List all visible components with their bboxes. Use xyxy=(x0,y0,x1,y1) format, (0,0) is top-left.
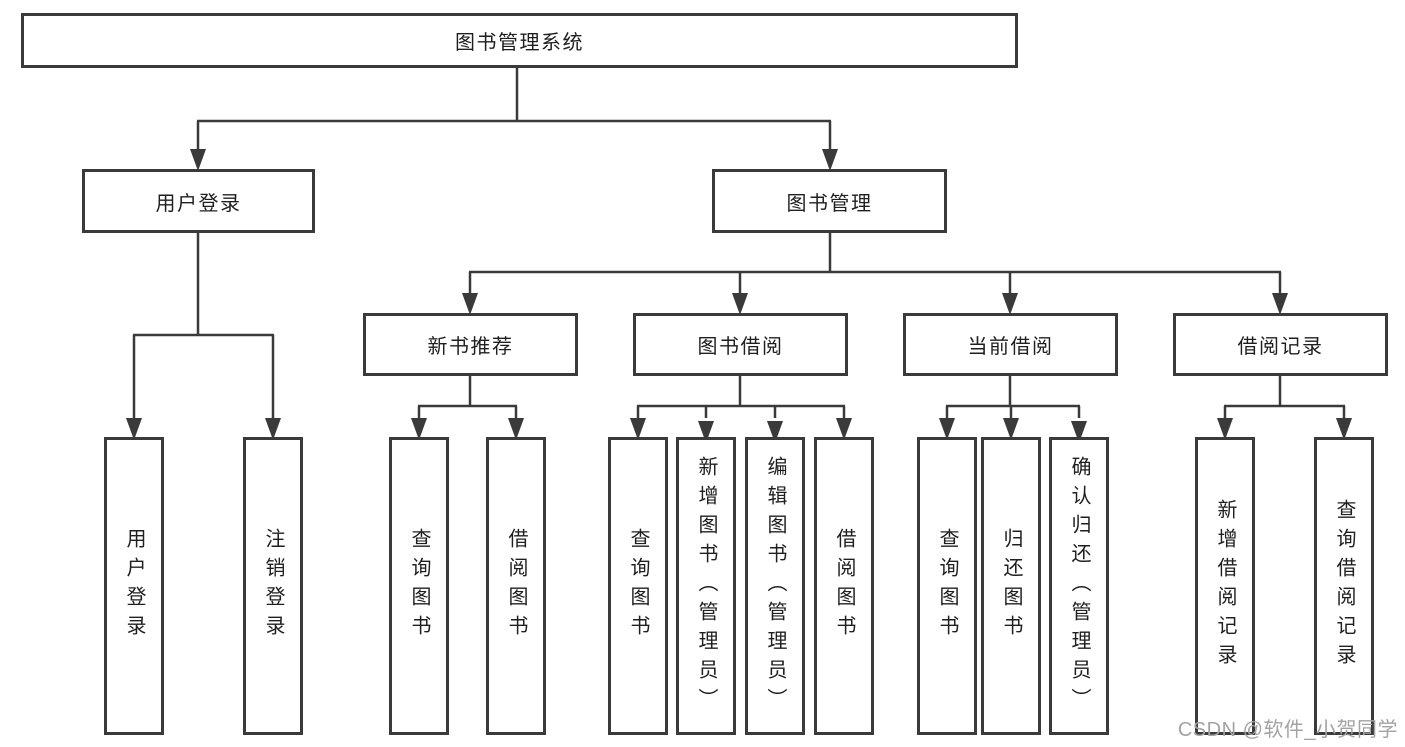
leaf-query-books-recommend: 查询图书 xyxy=(389,437,449,735)
connector-book-management-to-level3 xyxy=(462,233,1288,315)
connector-current-borrowing-to-leaves xyxy=(939,376,1087,443)
connector-user-login-to-leaves xyxy=(126,233,281,440)
leaf-query-books-current: 查询图书 xyxy=(917,437,977,735)
leaf-return-books: 归还图书 xyxy=(981,437,1041,735)
leaf-borrow-books-recommend: 借阅图书 xyxy=(486,437,546,735)
leaf-add-borrowing-record: 新增借阅记录 xyxy=(1195,437,1255,735)
node-borrowing-records: 借阅记录 xyxy=(1173,313,1388,376)
connector-root-to-level2 xyxy=(190,68,838,171)
leaf-add-books-admin: 新增图书（管理员） xyxy=(676,437,736,735)
leaf-edit-books-admin: 编辑图书（管理员） xyxy=(745,437,805,735)
node-book-borrowing: 图书借阅 xyxy=(633,313,848,376)
node-book-management: 图书管理 xyxy=(712,169,947,233)
leaf-confirm-return-admin: 确认归还（管理员） xyxy=(1049,437,1109,735)
connector-new-book-recommendation-to-leaves xyxy=(411,376,524,440)
leaf-logout: 注销登录 xyxy=(243,437,303,735)
leaf-user-login: 用户登录 xyxy=(104,437,164,735)
node-user-login: 用户登录 xyxy=(82,169,315,233)
connector-book-borrowing-to-leaves xyxy=(630,376,852,443)
leaf-query-books-borrowing: 查询图书 xyxy=(608,437,668,735)
root-node-library-management-system: 图书管理系统 xyxy=(21,13,1018,68)
node-current-borrowing: 当前借阅 xyxy=(903,313,1118,376)
connector-borrowing-records-to-leaves xyxy=(1217,376,1352,440)
leaf-borrow-books: 借阅图书 xyxy=(814,437,874,735)
csdn-watermark: CSDN @软件_小贺同学 xyxy=(1177,719,1398,741)
node-new-book-recommendation: 新书推荐 xyxy=(363,313,578,376)
leaf-query-borrowing-record: 查询借阅记录 xyxy=(1314,437,1374,735)
